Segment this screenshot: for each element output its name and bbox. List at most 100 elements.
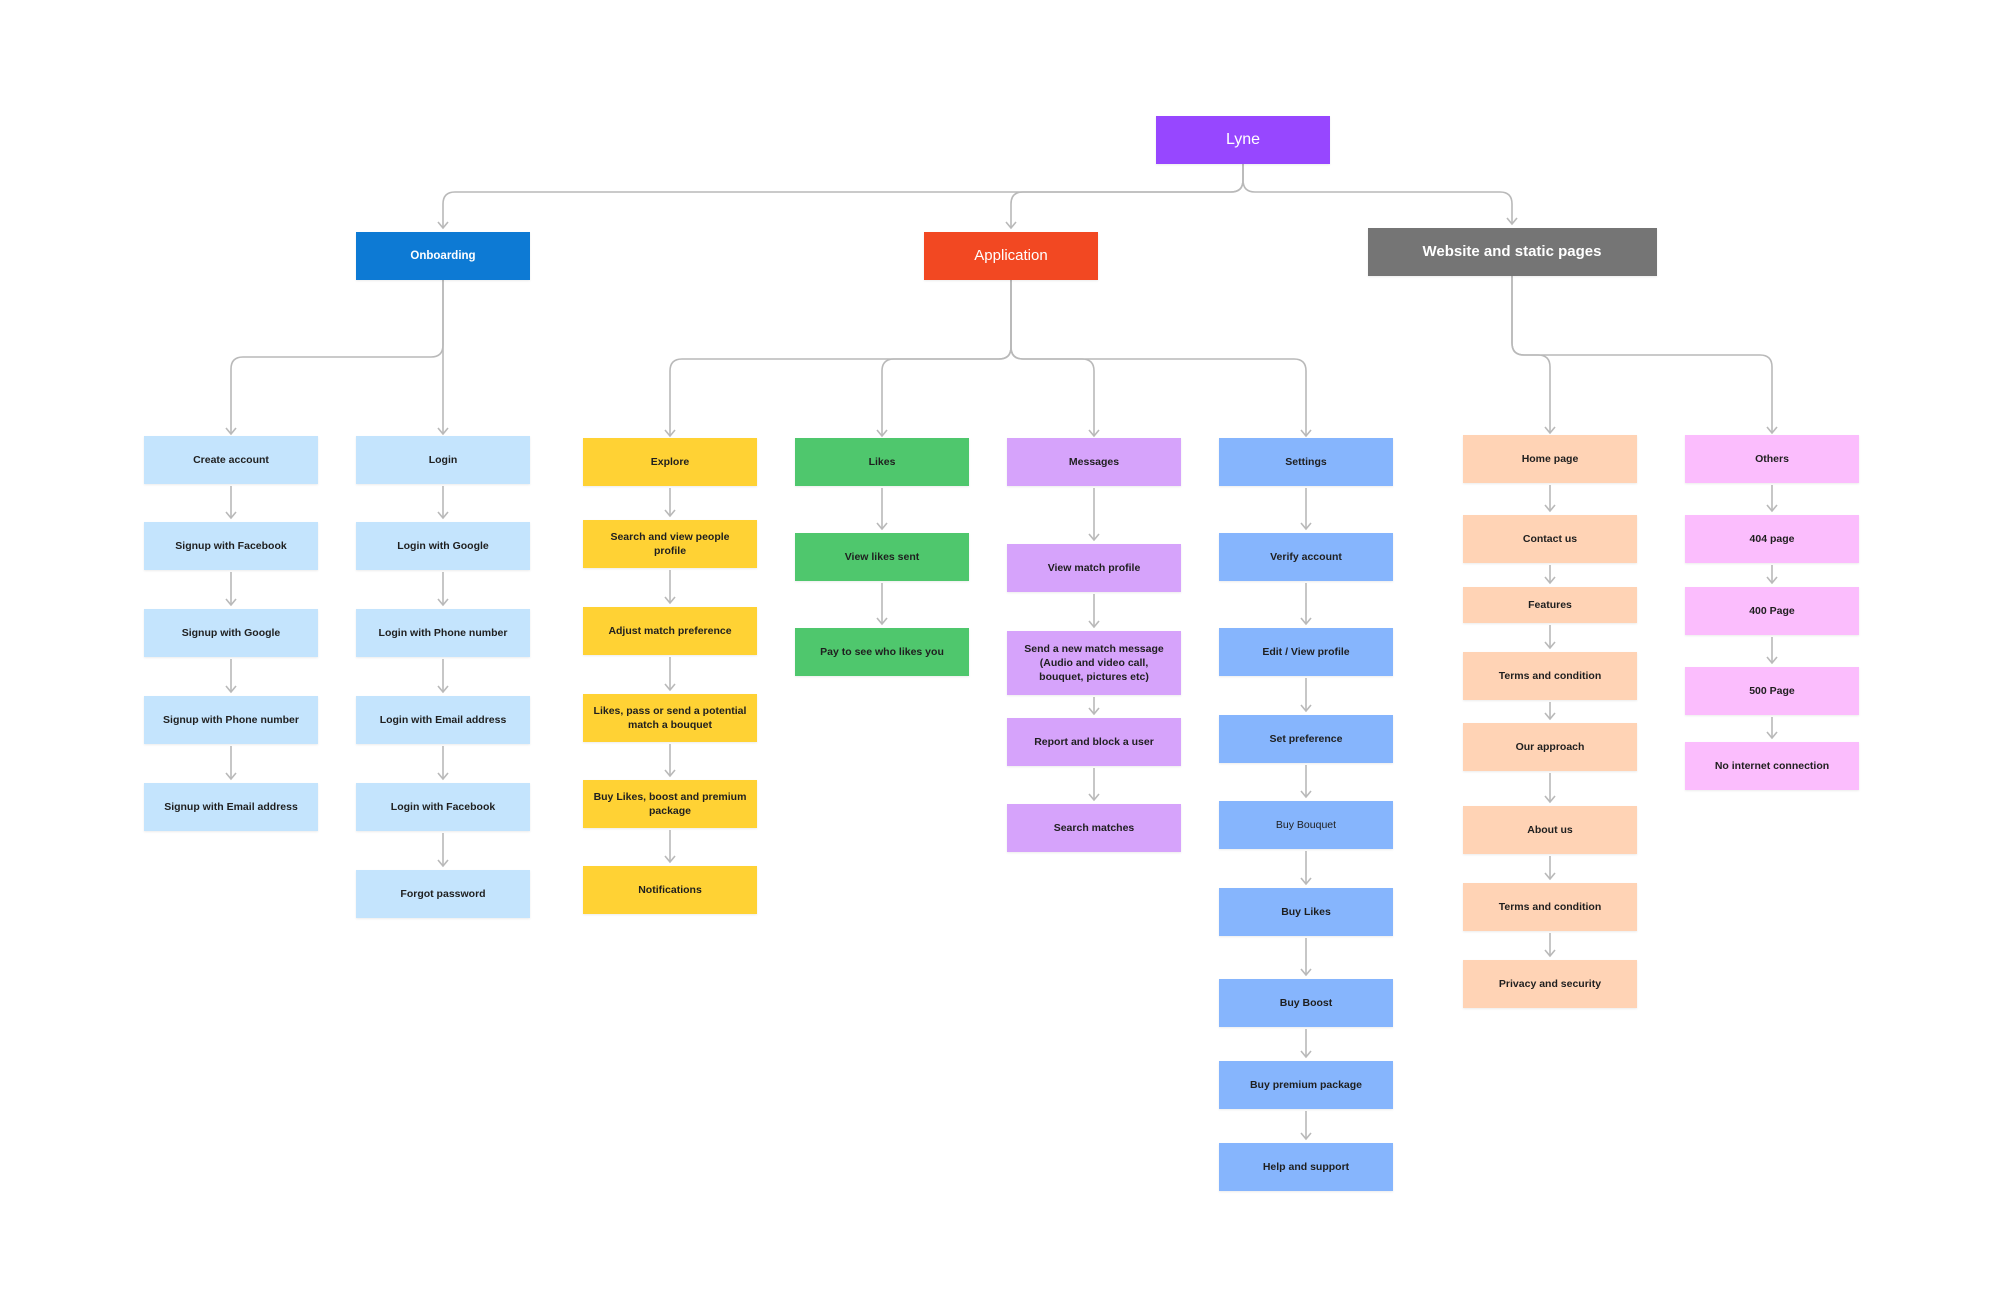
messages-item-search-matches[interactable]: Search matches [1007, 804, 1181, 852]
home-item-terms-and-condition[interactable]: Terms and condition [1463, 883, 1637, 931]
create-account-item-signup-with-facebook-label: Signup with Facebook [175, 540, 287, 552]
others-item-no-internet-connection[interactable]: No internet connection [1685, 742, 1859, 790]
explore-node[interactable]: Explore [583, 438, 757, 486]
connector-settings-item-0-head [1300, 522, 1312, 531]
explore-item-adjust-match-preference[interactable]: Adjust match preference [583, 607, 757, 655]
explore-item-adjust-match-preference-label: Adjust match preference [608, 625, 732, 637]
settings-item-edit-view-profile[interactable]: Edit / View profile [1219, 628, 1393, 676]
settings-item-help-and-support[interactable]: Help and support [1219, 1143, 1393, 1191]
home-item-contact-us[interactable]: Contact us [1463, 515, 1637, 563]
settings-item-buy-bouquet[interactable]: Buy Bouquet [1219, 801, 1393, 849]
login-item-login-with-phone-number[interactable]: Login with Phone number [356, 609, 530, 657]
create-account-item-signup-with-facebook[interactable]: Signup with Facebook [144, 522, 318, 570]
home-item-features[interactable]: Features [1463, 587, 1637, 623]
messages-item-report-and-block-a-user[interactable]: Report and block a user [1007, 718, 1181, 766]
connector-application-settings-head [1300, 429, 1312, 438]
connector-explore-item-3-head [664, 769, 676, 778]
login-item-login-with-facebook[interactable]: Login with Facebook [356, 783, 530, 831]
connector-login-item-1-head [437, 598, 449, 607]
connector-settings-item-5-head [1300, 968, 1312, 977]
login-node[interactable]: Login [356, 436, 530, 484]
login-item-forgot-password[interactable]: Forgot password [356, 870, 530, 918]
login-item-login-with-email-address[interactable]: Login with Email address [356, 696, 530, 744]
home-item-our-approach[interactable]: Our approach [1463, 723, 1637, 771]
settings-item-verify-account[interactable]: Verify account [1219, 533, 1393, 581]
home-item-terms-and-condition[interactable]: Terms and condition [1463, 652, 1637, 700]
login-item-login-with-google[interactable]: Login with Google [356, 522, 530, 570]
connector-home-item-6-head [1544, 949, 1556, 958]
likes-item-pay-to-see-who-likes-you[interactable]: Pay to see who likes you [795, 628, 969, 676]
connector-others-item-2-head [1766, 656, 1778, 665]
home-item-about-us[interactable]: About us [1463, 806, 1637, 854]
connector-likes-item-1-head [876, 617, 888, 626]
connector-create-account-item-2-head [225, 685, 237, 694]
connector-explore-item-0-head [664, 509, 676, 518]
others-item-400-page[interactable]: 400 Page [1685, 587, 1859, 635]
likes-item-view-likes-sent[interactable]: View likes sent [795, 533, 969, 581]
login-item-forgot-password-label: Forgot password [400, 888, 486, 900]
connector-messages-item-2-head [1088, 707, 1100, 716]
root-node-lyne[interactable]: Lyne [1156, 116, 1330, 164]
likes-node-label: Likes [868, 456, 896, 468]
create-account-node-label: Create account [193, 454, 269, 466]
application-node[interactable]: Application [924, 232, 1098, 280]
create-account-item-signup-with-phone-number[interactable]: Signup with Phone number [144, 696, 318, 744]
connector-login-item-0-head [437, 511, 449, 520]
connector-website-home [1511, 276, 1551, 433]
login-item-login-with-phone-number-label: Login with Phone number [378, 627, 508, 639]
connector-messages-item-1-head [1088, 620, 1100, 629]
others-node[interactable]: Others [1685, 435, 1859, 483]
create-account-item-signup-with-google[interactable]: Signup with Google [144, 609, 318, 657]
settings-node-label: Settings [1285, 456, 1327, 468]
messages-item-send-a-new-match-message-audio-and-video-call-bouquet-pictures-etc[interactable]: Send a new match message (Audio and vide… [1007, 631, 1181, 695]
home-item-our-approach-label: Our approach [1515, 741, 1585, 753]
explore-item-buy-likes-boost-and-premium-package[interactable]: Buy Likes, boost and premium package [583, 780, 757, 828]
settings-node[interactable]: Settings [1219, 438, 1393, 486]
explore-item-likes-pass-or-send-a-potential-match-a-bouquet[interactable]: Likes, pass or send a potential match a … [583, 694, 757, 742]
connector-home-item-4-head [1544, 795, 1556, 804]
others-item-404-page[interactable]: 404 page [1685, 515, 1859, 563]
website-node[interactable]: Website and static pages [1367, 228, 1657, 276]
home-node[interactable]: Home page [1463, 435, 1637, 483]
connector-application-explore-head [664, 429, 676, 438]
connector-home-item-5-head [1544, 872, 1556, 881]
connector-likes-item-0-head [876, 522, 888, 531]
explore-item-notifications[interactable]: Notifications [583, 866, 757, 914]
connector-root-onboarding-head [437, 221, 449, 230]
settings-item-buy-premium-package-label: Buy premium package [1249, 1079, 1363, 1091]
settings-item-verify-account-label: Verify account [1270, 551, 1342, 563]
settings-item-buy-likes[interactable]: Buy Likes [1219, 888, 1393, 936]
settings-item-buy-premium-package[interactable]: Buy premium package [1219, 1061, 1393, 1109]
others-item-500-page[interactable]: 500 Page [1685, 667, 1859, 715]
connector-messages-item-3-head [1088, 793, 1100, 802]
create-account-item-signup-with-email-address[interactable]: Signup with Email address [144, 783, 318, 831]
messages-node[interactable]: Messages [1007, 438, 1181, 486]
login-item-login-with-email-address-label: Login with Email address [379, 714, 507, 726]
likes-node[interactable]: Likes [795, 438, 969, 486]
connector-website-others-head [1766, 426, 1778, 435]
messages-item-view-match-profile[interactable]: View match profile [1007, 544, 1181, 592]
connector-create-account-item-0-head [225, 511, 237, 520]
connector-settings-item-3-head [1300, 790, 1312, 799]
settings-item-set-preference[interactable]: Set preference [1219, 715, 1393, 763]
home-item-privacy-and-security[interactable]: Privacy and security [1463, 960, 1637, 1008]
others-item-500-page-label: 500 Page [1749, 685, 1795, 697]
connector-login-item-4-head [437, 859, 449, 868]
messages-item-send-a-new-match-message-audio-and-video-call-bouquet-pictures-etc-label: Send a new match message (Audio and vide… [1024, 643, 1164, 683]
login-item-login-with-google-label: Login with Google [397, 540, 489, 552]
messages-item-search-matches-label: Search matches [1053, 822, 1135, 834]
likes-item-view-likes-sent-label: View likes sent [844, 551, 920, 563]
connector-root-onboarding [442, 164, 1244, 228]
connector-home-item-1-head [1544, 576, 1556, 585]
connector-explore-item-4-head [664, 855, 676, 864]
connector-login-item-2-head [437, 685, 449, 694]
explore-item-search-and-view-people-profile[interactable]: Search and view people profile [583, 520, 757, 568]
connector-settings-item-4-head [1300, 877, 1312, 886]
others-item-404-page-label: 404 page [1749, 533, 1795, 545]
settings-item-buy-likes-label: Buy Likes [1281, 906, 1331, 918]
explore-node-label: Explore [650, 456, 690, 468]
connector-onboarding-login-head [437, 427, 449, 436]
settings-item-buy-boost[interactable]: Buy Boost [1219, 979, 1393, 1027]
onboarding-node[interactable]: Onboarding [356, 232, 530, 280]
create-account-node[interactable]: Create account [144, 436, 318, 484]
